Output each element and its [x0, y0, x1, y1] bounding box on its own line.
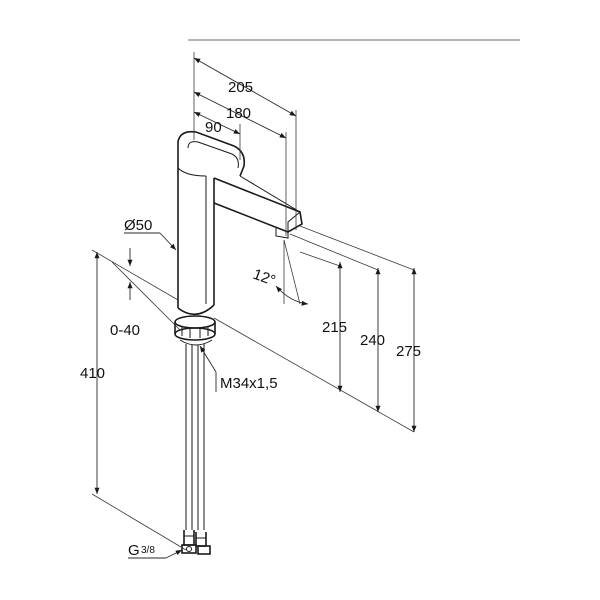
- left-dimension-lines: [91, 248, 187, 551]
- faucet-body: [177, 130, 303, 316]
- dim-label-90: 90: [205, 119, 222, 136]
- dim-label-mount-thread: M34x1,5: [220, 375, 278, 392]
- tilt-angle-callout: [275, 239, 309, 306]
- hose-thread-callout: [128, 549, 183, 559]
- dim-label-240: 240: [360, 332, 385, 349]
- height-dimension-lines: [213, 225, 417, 433]
- dim-label-410: 410: [80, 365, 105, 382]
- dim-label-diameter: Ø50: [124, 217, 152, 234]
- dim-label-215: 215: [322, 319, 347, 336]
- thread-callout: [199, 345, 217, 392]
- dim-label-275: 275: [396, 343, 421, 360]
- dim-label-205: 205: [228, 79, 253, 96]
- mounting-nut: [174, 315, 216, 346]
- dim-label-180: 180: [226, 105, 251, 122]
- dim-label-hose-thread-fraction: 3/8: [141, 545, 155, 556]
- supply-hoses: [181, 344, 211, 555]
- diameter-callout: [124, 232, 177, 251]
- dim-label-hose-thread-prefix: G: [128, 542, 140, 559]
- top-dimension-lines: [193, 52, 297, 236]
- dim-label-adjustable-range: 0-40: [110, 322, 140, 339]
- dim-label-angle: 12°: [251, 266, 278, 290]
